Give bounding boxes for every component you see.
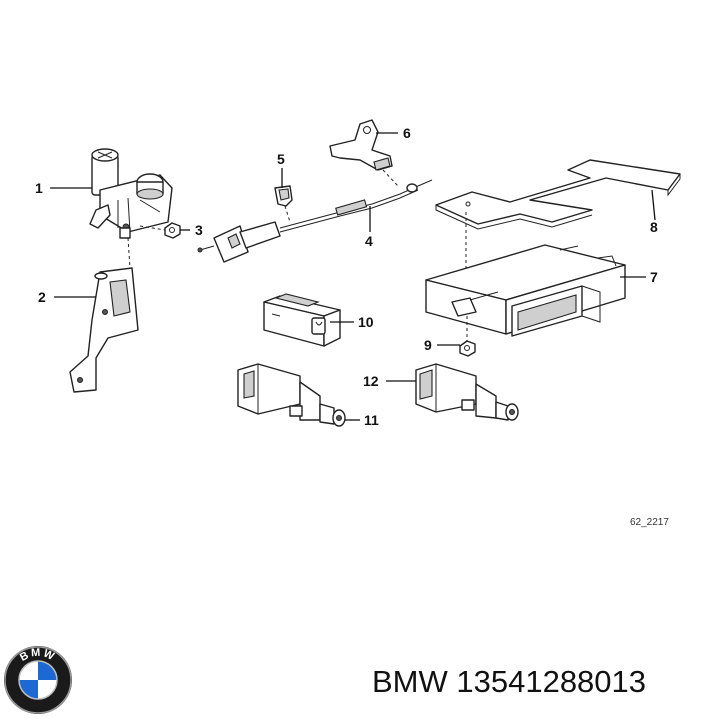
part-2-bracket <box>69 237 139 393</box>
part-7-control-unit <box>425 244 626 337</box>
callout-12: 12 <box>363 373 379 389</box>
svg-text:BMW: BMW <box>18 647 58 664</box>
part-12-switch <box>415 363 519 421</box>
callout-11: 11 <box>364 412 379 428</box>
part-1-actuator <box>89 148 173 239</box>
part-9-nut <box>459 316 476 357</box>
diagram-reference-code: 62_2217 <box>630 517 669 528</box>
callout-6: 6 <box>403 125 411 141</box>
callout-1: 1 <box>35 180 43 196</box>
callout-3: 3 <box>195 222 203 238</box>
callout-9: 9 <box>424 337 432 353</box>
callout-7: 7 <box>650 269 658 285</box>
part-4-cable <box>197 179 433 263</box>
callout-8: 8 <box>650 219 658 235</box>
callout-2: 2 <box>38 289 46 305</box>
bmw-logo: BMW <box>4 646 72 714</box>
part-10-switch <box>263 293 341 347</box>
part-8-plate <box>435 159 681 268</box>
part-5-clip <box>274 185 293 223</box>
part-3-nut <box>139 222 181 239</box>
part-number-caption: BMW 13541288013 <box>372 664 647 699</box>
leader-lines <box>50 132 656 421</box>
part-6-holder <box>329 119 399 187</box>
callout-10: 10 <box>358 314 374 330</box>
part-11-switch <box>237 363 346 427</box>
callout-4: 4 <box>365 233 373 249</box>
bmw-logo-text: BMW <box>18 647 56 664</box>
callout-5: 5 <box>277 151 285 167</box>
